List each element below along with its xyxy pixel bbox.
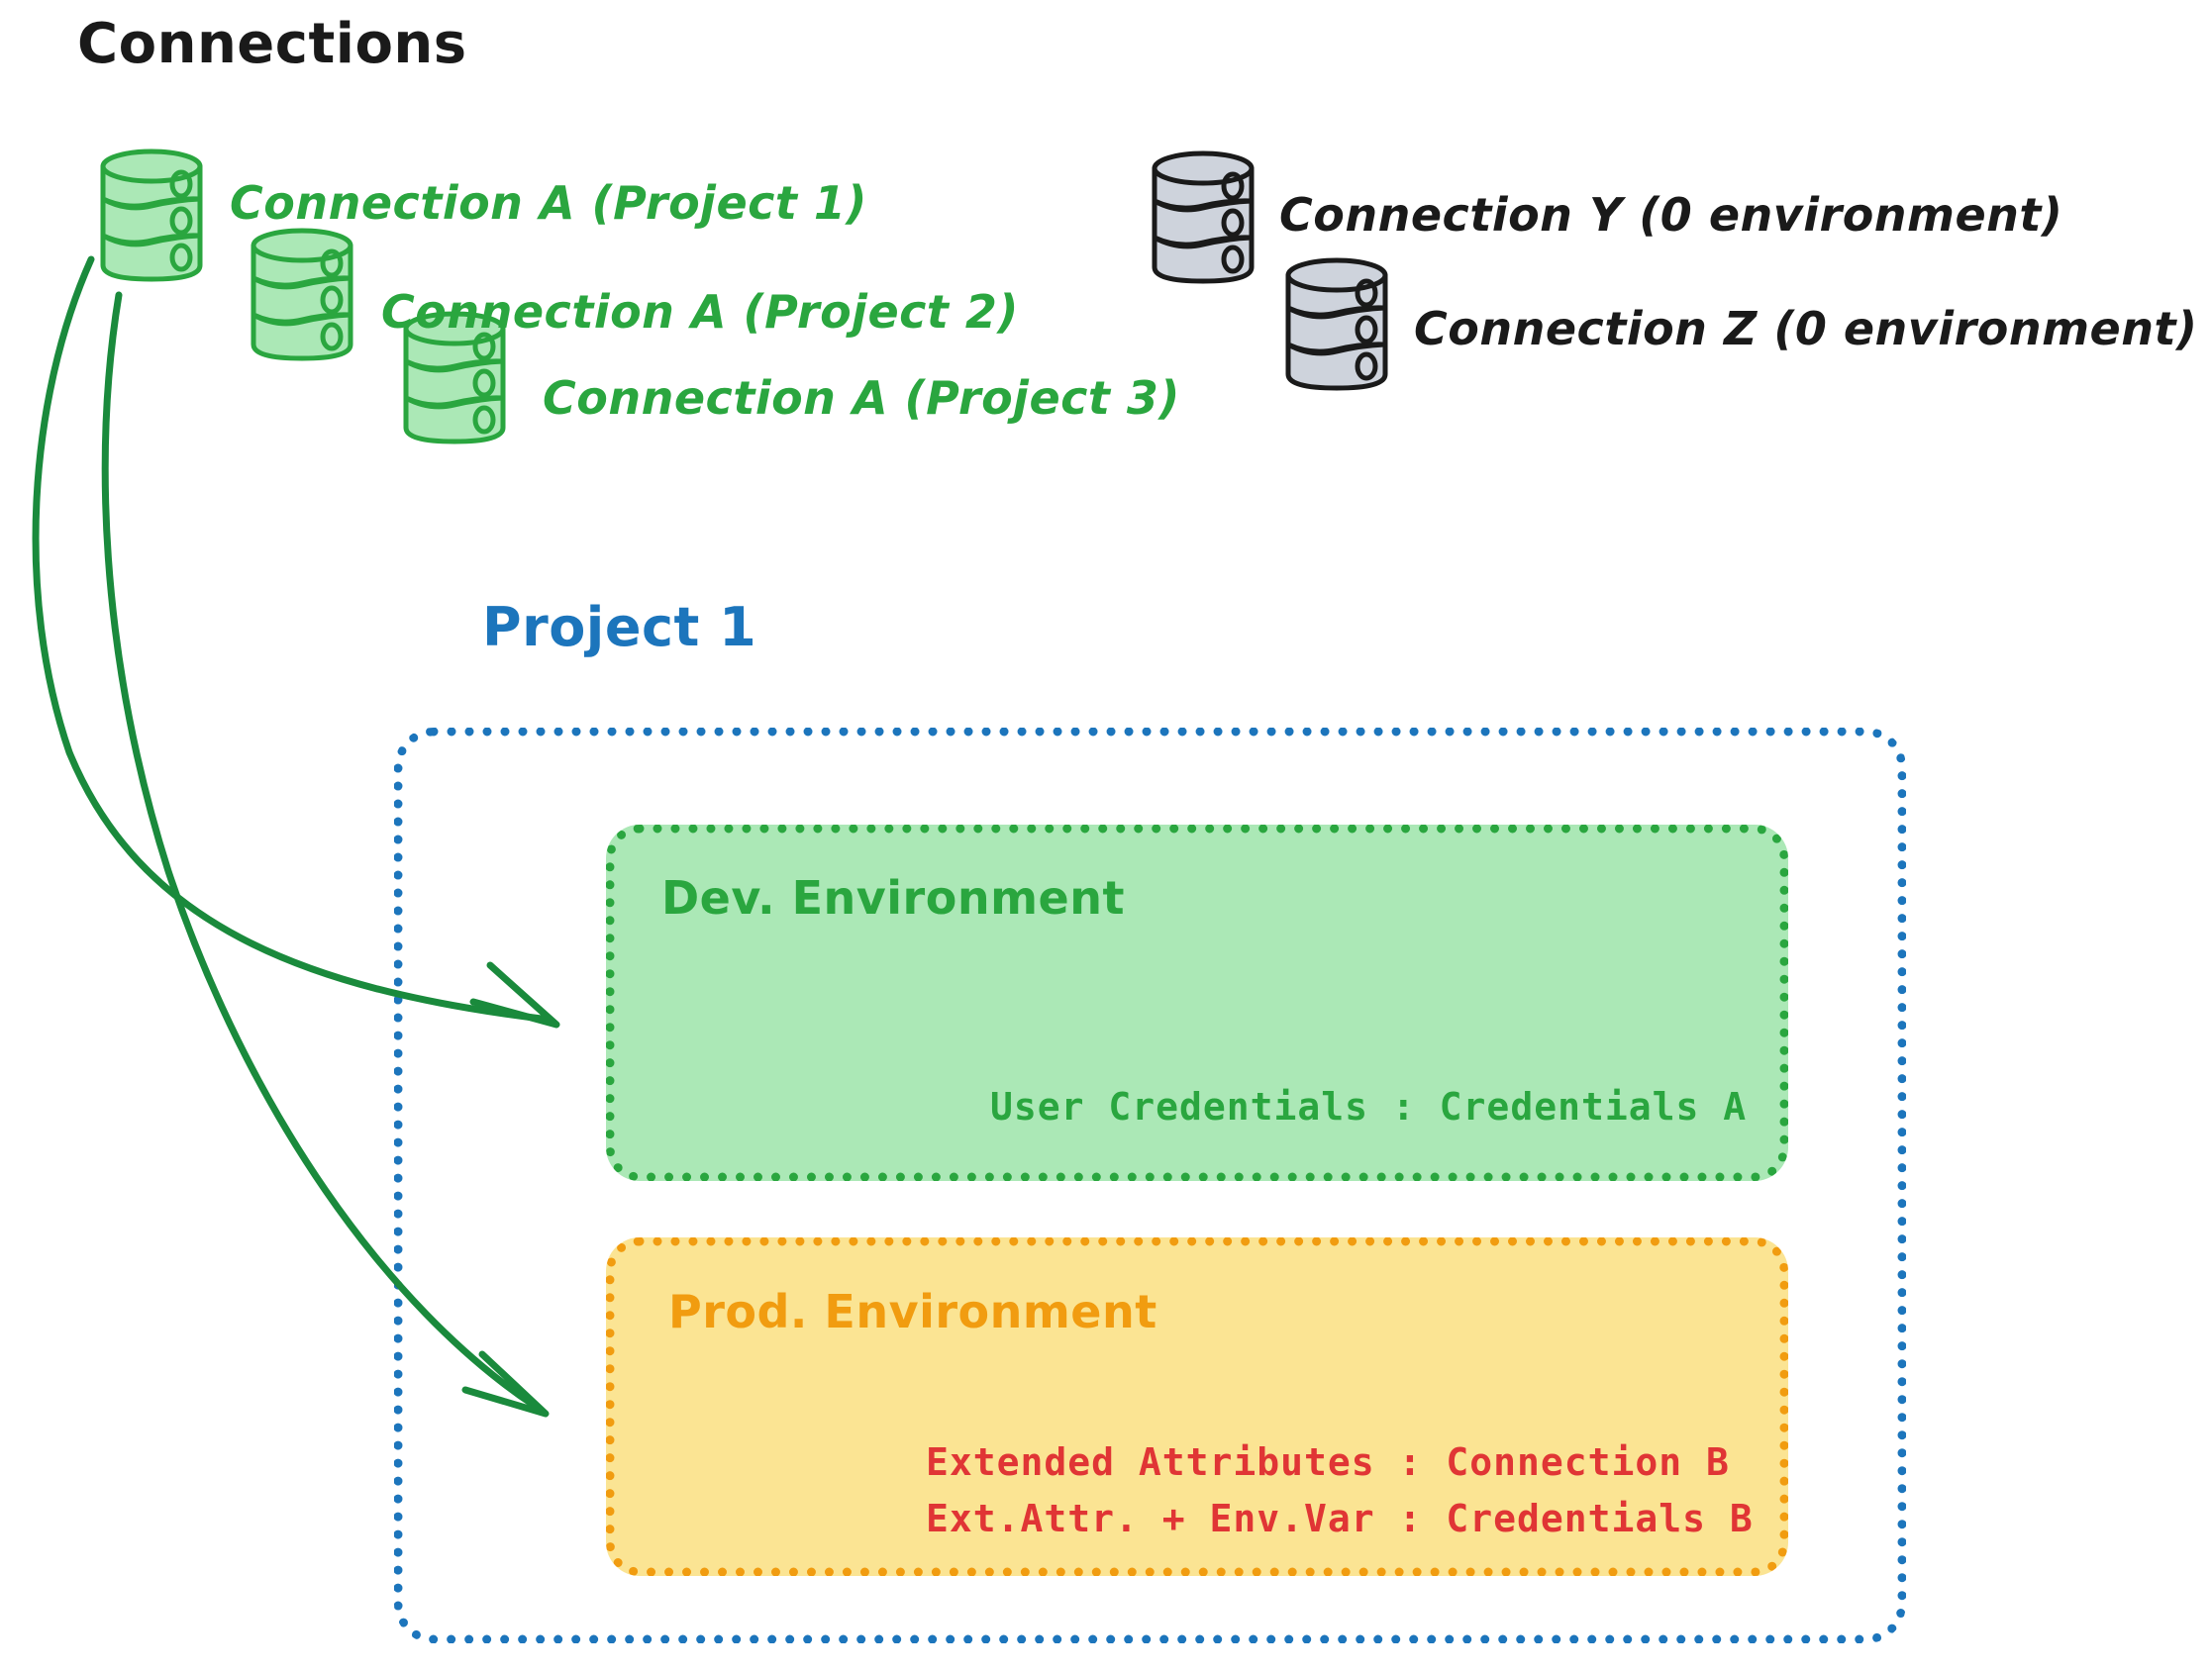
prod-environment-line-2: Ext.Attr. + Env.Var : Credentials B: [926, 1497, 1754, 1540]
connection-label-a-project-2: Connection A (Project 2): [381, 285, 1019, 339]
prod-environment-title: Prod. Environment: [668, 1285, 1157, 1338]
database-icon-connection-a-project-2: [248, 226, 356, 364]
dev-environment-line-1: User Credentials : Credentials A: [990, 1085, 1748, 1129]
dev-environment-box: [606, 825, 1788, 1181]
database-icon-connection-y: [1149, 148, 1257, 287]
connection-label-z: Connection Z (0 environment): [1414, 302, 2198, 355]
page-title: Connections: [77, 12, 467, 76]
connection-label-y: Connection Y (0 environment): [1279, 188, 2063, 242]
dev-environment-title: Dev. Environment: [661, 871, 1125, 925]
database-icon-connection-a-project-1: [97, 147, 206, 285]
project-title: Project 1: [482, 596, 757, 658]
connection-label-a-project-3: Connection A (Project 3): [543, 371, 1180, 425]
database-icon-connection-z: [1282, 255, 1391, 394]
prod-environment-line-1: Extended Attributes : Connection B: [926, 1440, 1730, 1484]
connection-label-a-project-1: Connection A (Project 1): [230, 176, 867, 230]
prod-environment-box: [606, 1237, 1788, 1576]
